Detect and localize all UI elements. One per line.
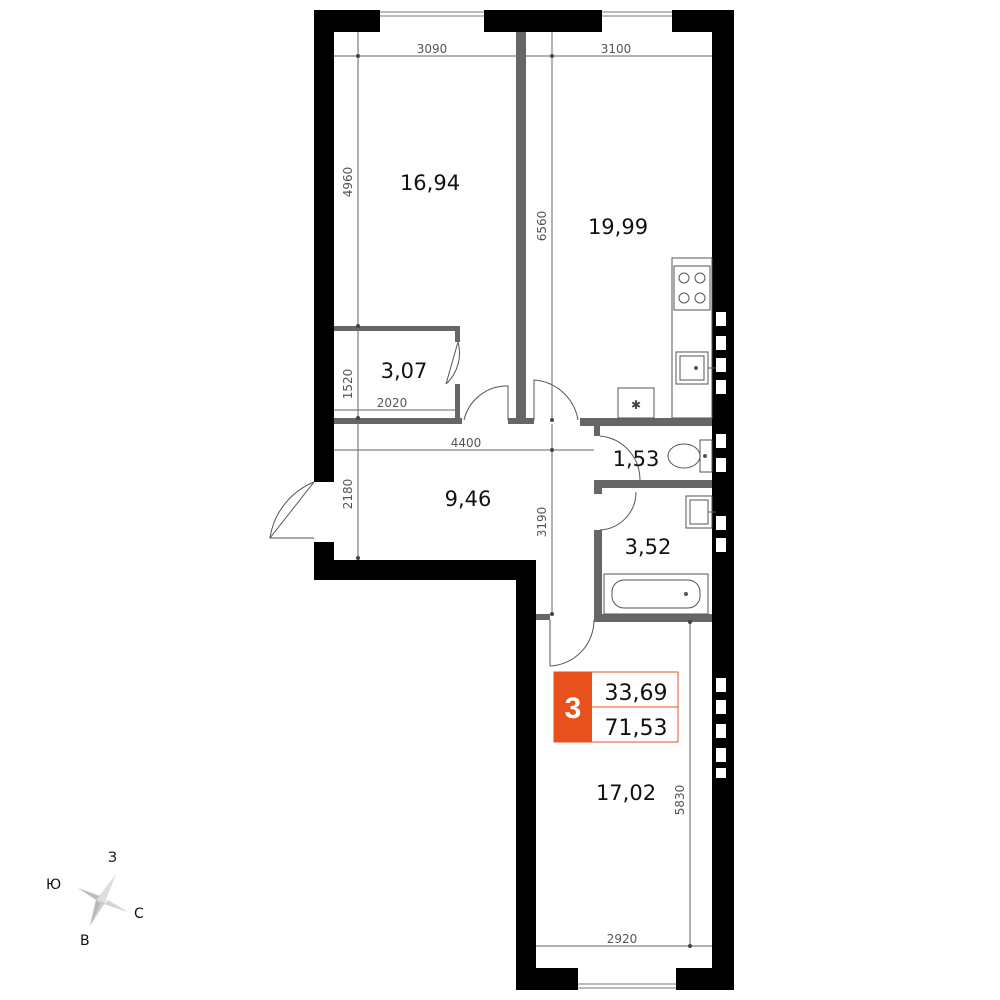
badge-accent — [554, 672, 592, 742]
dim-wardrobe-depth: 1520 — [341, 369, 355, 400]
window-top-right — [602, 11, 672, 17]
bathroom-fixtures — [603, 495, 716, 615]
area-room: 17,02 — [596, 781, 656, 805]
apartment-badge: 3 33,69 71,53 — [553, 671, 679, 743]
area-wardrobe: 3,07 — [381, 359, 428, 383]
dim-hall-depth: 2180 — [341, 479, 355, 510]
badge-total-area: 71,53 — [605, 716, 668, 741]
area-kitchen-living: 19,99 — [588, 215, 648, 239]
badge-room-count: 3 — [565, 692, 582, 725]
compass-label-east: С — [134, 906, 144, 922]
exterior-walls — [314, 10, 734, 990]
dim-kitchen-depth: 6560 — [535, 211, 549, 242]
compass-label-west: Ю — [46, 877, 61, 893]
dim-room-depth: 5830 — [673, 785, 687, 816]
window-top-left — [380, 11, 484, 17]
dim-hall-width: 4400 — [451, 436, 482, 450]
kitchen-counter: ✱ — [617, 257, 716, 419]
toilet-fixture — [667, 439, 713, 473]
dim-kitchen-width: 3100 — [601, 42, 632, 56]
dim-room-width: 2920 — [607, 932, 638, 946]
window-bottom — [578, 983, 676, 989]
dim-wardrobe-width: 2020 — [377, 396, 408, 410]
svg-text:✱: ✱ — [631, 398, 641, 412]
dim-bedroom-width: 3090 — [417, 42, 448, 56]
compass-label-north: З — [108, 850, 117, 866]
dimension-lines — [334, 32, 712, 947]
dimension-ticks — [356, 54, 692, 948]
area-hall: 9,46 — [445, 487, 492, 511]
area-bedroom: 16,94 — [400, 171, 460, 195]
badge-living-area: 33,69 — [605, 681, 668, 706]
right-wall-notches — [716, 312, 726, 778]
doors — [269, 341, 641, 667]
dim-corridor-length: 3190 — [535, 507, 549, 538]
dim-bedroom-depth: 4960 — [341, 167, 355, 198]
area-toilet: 1,53 — [613, 447, 660, 471]
interior-partitions — [334, 32, 712, 622]
area-bathroom: 3,52 — [625, 535, 672, 559]
compass-rose-icon — [78, 874, 128, 926]
compass-label-south: В — [80, 933, 90, 949]
